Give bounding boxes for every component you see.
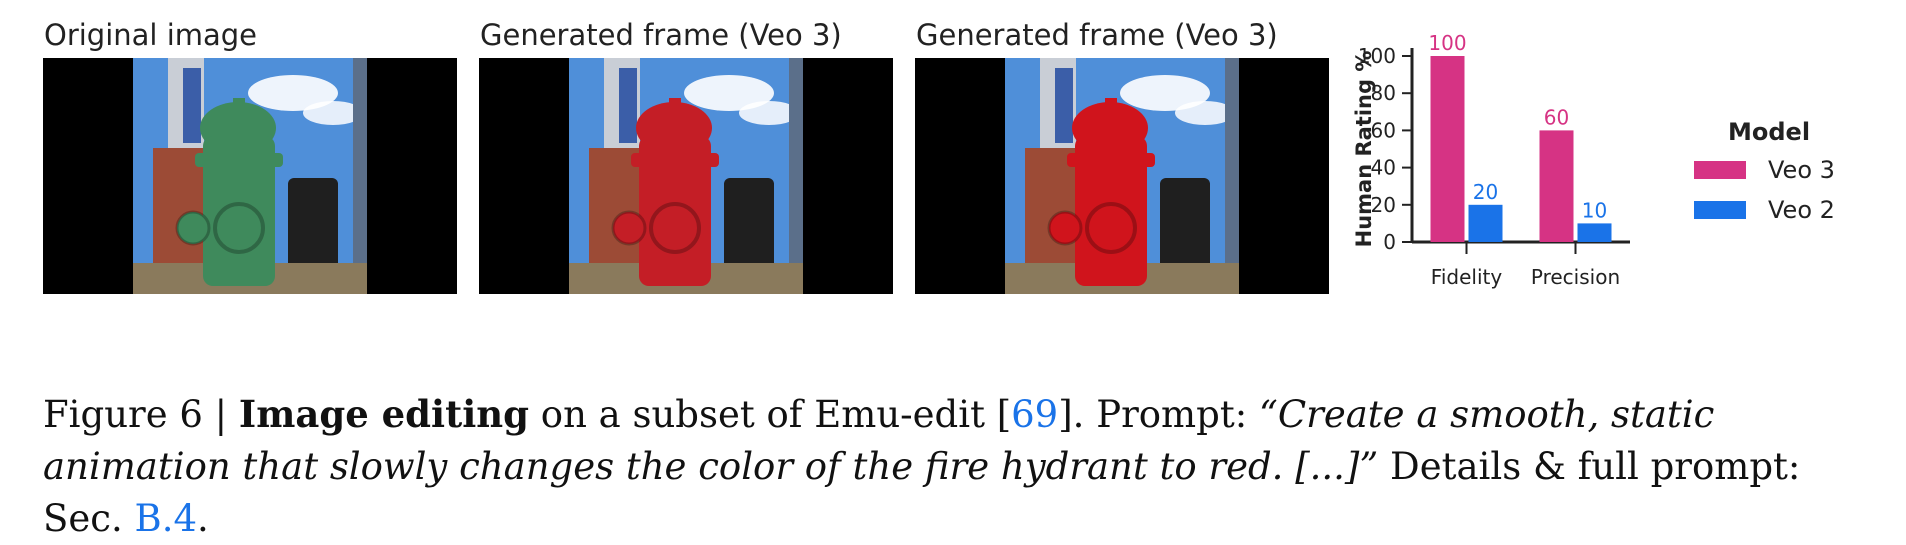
legend-title: Model	[1728, 118, 1811, 146]
sign-panel	[183, 68, 201, 143]
trash-can	[724, 178, 774, 278]
trash-can	[288, 178, 338, 278]
caption-bold-title: Image editing	[238, 392, 530, 436]
cloud	[248, 75, 338, 111]
cloud	[739, 101, 799, 125]
hydrant-top-nut	[669, 98, 681, 112]
cloud	[1120, 75, 1210, 111]
figure-caption: Figure 6 | Image editing on a subset of …	[43, 388, 1883, 545]
legend-item-veo3: Veo 3	[1694, 154, 1864, 186]
caption-prefix: Figure 6 |	[43, 393, 239, 436]
building-edge	[353, 58, 367, 294]
data-label: 10	[1582, 198, 1607, 222]
panel-title-generated-1: Generated frame (Veo 3)	[480, 18, 842, 52]
caption-prompt: “Create a smooth, static animation that …	[43, 393, 1715, 488]
scene-illustration	[133, 58, 367, 294]
hydrant-ring	[631, 153, 719, 167]
hydrant-side-nozzle	[175, 210, 211, 246]
original-image	[43, 58, 457, 294]
bar	[1468, 204, 1503, 242]
y-tick-label: 100	[1358, 44, 1396, 68]
data-label: 20	[1473, 180, 1498, 204]
sign-panel	[619, 68, 637, 143]
panel-title-generated-2: Generated frame (Veo 3)	[916, 18, 1278, 52]
data-label: 100	[1428, 31, 1466, 55]
trash-can	[1160, 178, 1210, 278]
x-tick-label: Precision	[1531, 265, 1620, 289]
data-label: 60	[1544, 105, 1569, 129]
legend-item-veo2: Veo 2	[1694, 194, 1864, 226]
section-link[interactable]: B.4	[134, 497, 198, 540]
legend-label-veo3: Veo 3	[1768, 156, 1835, 184]
hydrant-top-nut	[1105, 98, 1117, 112]
y-tick-label: 80	[1371, 81, 1396, 105]
cloud	[684, 75, 774, 111]
bar	[1430, 56, 1465, 242]
y-tick-label: 0	[1383, 230, 1396, 254]
building-edge	[789, 58, 803, 294]
cloud	[303, 101, 363, 125]
scene-illustration	[1005, 58, 1239, 294]
caption-text-1: on a subset of Emu-edit [	[529, 393, 1012, 436]
hydrant-side-nozzle	[1047, 210, 1083, 246]
hydrant-nozzle	[649, 202, 701, 254]
bar	[1577, 223, 1612, 242]
building-edge	[1225, 58, 1239, 294]
sign-panel	[1055, 68, 1073, 143]
scene-illustration	[569, 58, 803, 294]
caption-suffix: .	[197, 497, 209, 540]
hydrant-side-nozzle	[611, 210, 647, 246]
panel-title-original: Original image	[44, 18, 258, 52]
chart-legend: Model Veo 3 Veo 2	[1694, 118, 1864, 226]
x-tick-label: Fidelity	[1431, 265, 1503, 289]
y-tick-label: 20	[1371, 193, 1396, 217]
hydrant-top-nut	[233, 98, 245, 112]
hydrant-nozzle	[1085, 202, 1137, 254]
hydrant-ring	[1067, 153, 1155, 167]
caption-text-2: ]. Prompt:	[1058, 393, 1259, 436]
cloud	[1175, 101, 1235, 125]
hydrant-nozzle	[213, 202, 265, 254]
y-tick-label: 40	[1371, 156, 1396, 180]
y-axis-label: Human Rating %	[1352, 51, 1376, 248]
generated-frame-1	[479, 58, 893, 294]
hydrant-ring	[195, 153, 283, 167]
legend-swatch-veo3	[1694, 161, 1746, 179]
bar	[1539, 130, 1574, 242]
legend-label-veo2: Veo 2	[1768, 196, 1835, 224]
legend-swatch-veo2	[1694, 201, 1746, 219]
y-tick-label: 60	[1371, 118, 1396, 142]
citation-link[interactable]: 69	[1011, 393, 1059, 436]
generated-frame-2	[915, 58, 1329, 294]
